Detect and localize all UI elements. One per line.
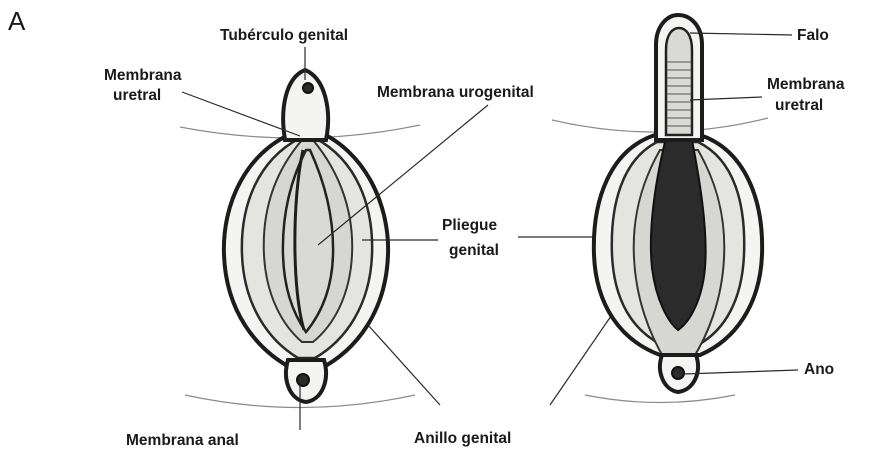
label-pliegue-genital-2: genital [449,242,499,259]
left-tubercle-tip [303,83,313,93]
panel-letter: A [8,6,26,36]
leader-anillo-genital-left [368,325,440,405]
label-membrana-uretral-right-2: uretral [775,97,823,114]
label-tuberculo-genital: Tubérculo genital [220,27,348,44]
label-membrana-uretral-right-1: Membrana [767,76,845,93]
leader-falo [690,33,792,35]
label-pliegue-genital-1: Pliegue [442,217,498,234]
right-tissue-lower-curve [585,395,735,403]
label-membrana-uretral-left-2: uretral [113,87,161,104]
right-anus-dot [672,367,684,379]
label-ano: Ano [804,361,834,378]
label-membrana-anal: Membrana anal [126,432,239,449]
label-membrana-urogenital: Membrana urogenital [377,84,534,101]
left-genital-tubercle [283,70,328,140]
label-anillo-genital: Anillo genital [414,430,511,447]
label-falo: Falo [797,27,829,44]
left-embryo-illustration [180,70,420,408]
right-phallus-groove [666,28,692,135]
label-membrana-uretral-left-1: Membrana [104,67,182,84]
left-anal-membrane-dot [297,374,309,386]
right-embryo-illustration [552,15,768,403]
leader-ano [684,370,798,374]
